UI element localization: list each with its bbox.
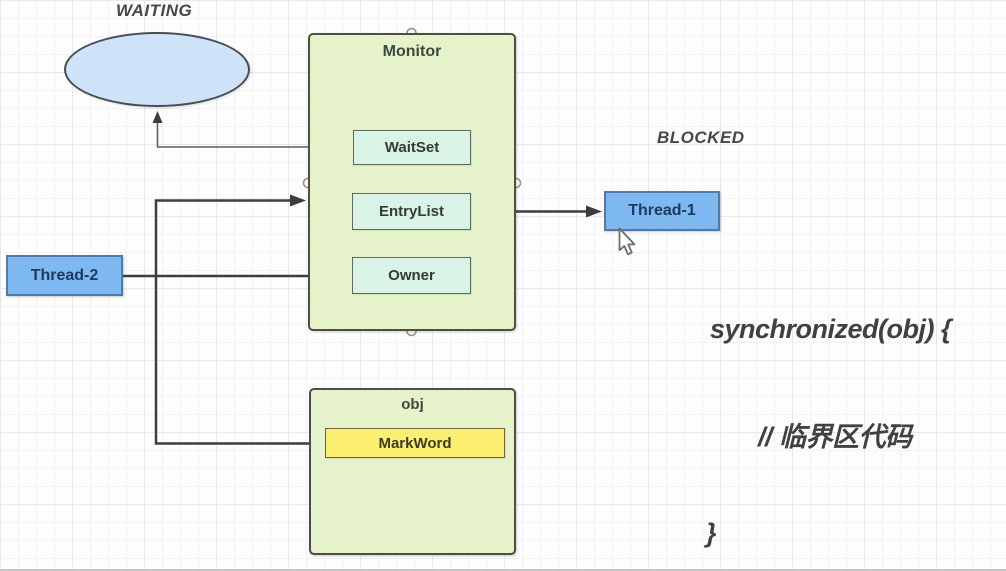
code-line-closing-brace: } — [706, 518, 717, 548]
code-line-synchronized: synchronized(obj) { — [710, 314, 952, 344]
thread1-label: Thread-1 — [628, 202, 696, 219]
video-frame-edge — [0, 569, 1006, 571]
obj-box[interactable]: obj — [309, 388, 516, 555]
markword-label: MarkWord — [378, 434, 452, 452]
owner-box[interactable]: Owner — [352, 257, 471, 294]
owner-label: Owner — [388, 267, 435, 284]
connector-markword-to-monitor — [154, 194, 325, 445]
waiting-ellipse[interactable] — [64, 32, 250, 107]
code-line-critical-section-comment: // 临界区代码 — [758, 422, 912, 452]
thread2-box[interactable]: Thread-2 — [6, 255, 123, 296]
blocked-state-label: BLOCKED — [657, 128, 745, 147]
markword-box[interactable]: MarkWord — [325, 428, 505, 458]
waitset-box[interactable]: WaitSet — [353, 130, 471, 165]
thread2-label: Thread-2 — [30, 266, 99, 284]
mouse-cursor-icon — [618, 227, 636, 256]
entrylist-box[interactable]: EntryList — [352, 193, 471, 230]
monitor-title: Monitor — [382, 43, 442, 60]
obj-title: obj — [401, 396, 424, 413]
waiting-state-label: WAITING — [116, 1, 193, 20]
waitset-label: WaitSet — [384, 139, 440, 156]
thread1-box[interactable]: Thread-1 — [604, 191, 720, 231]
entrylist-label: EntryList — [378, 203, 444, 220]
